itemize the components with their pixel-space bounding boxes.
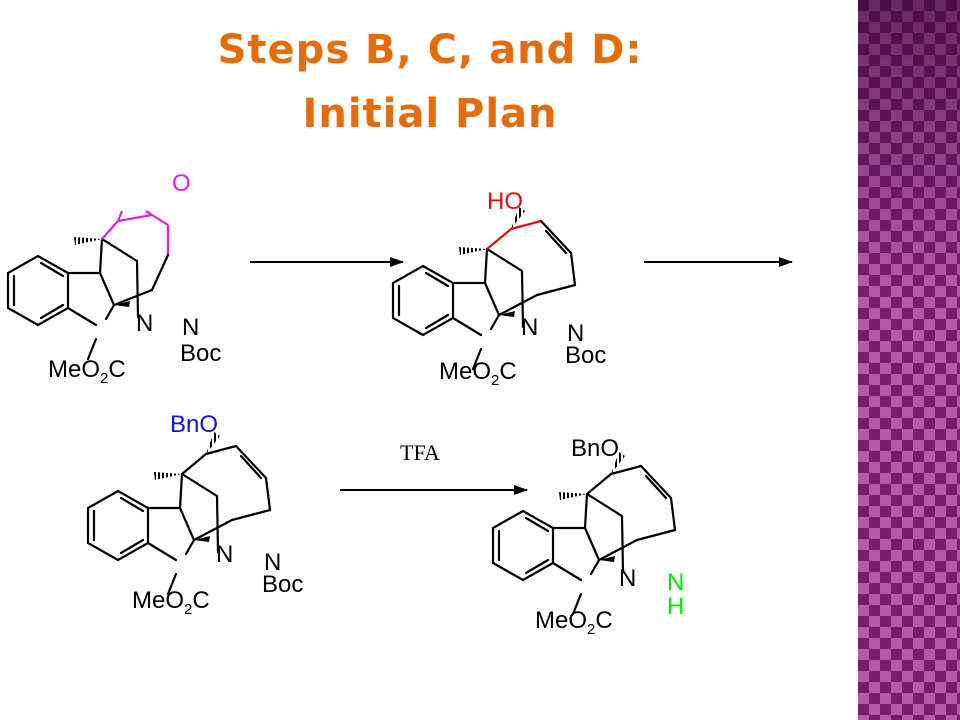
molecule-2-indoline-n: N [521, 314, 538, 341]
slide-title-line-2: Initial Plan [302, 91, 558, 137]
molecule-free-amine: BnO N N H MeO2C [491, 435, 684, 638]
molecule-4-amine-h: H [667, 593, 684, 620]
epoxide-oxygen-label: O [172, 170, 191, 197]
molecule-3-bridge-n: N [264, 549, 281, 576]
alcohol-oxygen-label: HO [487, 188, 523, 215]
molecule-4-indoline-n: N [619, 565, 636, 592]
molecule-4-carbamate-label: MeO2C [535, 607, 613, 638]
slide-title-line-1: Steps B, C, and D: [217, 27, 643, 73]
molecule-2-bridge-n: N [567, 320, 584, 347]
molecule-3-boc-label: Boc [262, 571, 303, 598]
molecule-2-boc-label: Boc [565, 342, 606, 369]
molecule-2-carbamate-label: MeO2C [439, 358, 517, 389]
molecule-benzyl-ether: BnO N N Boc MeO2C [86, 411, 303, 618]
molecule-3-indoline-n: N [216, 541, 233, 568]
molecule-4-amine-n: N [667, 569, 684, 596]
molecule-3-benzyl-ether-label: BnO [170, 411, 218, 438]
decorative-side-panel [858, 0, 960, 720]
molecule-epoxide: O N N Boc MeO2C [6, 170, 221, 387]
molecule-4-benzyl-ether-label: BnO [571, 435, 619, 462]
molecule-1-boc-label: Boc [180, 340, 221, 367]
molecule-alcohol: HO N N Boc MeO2C [391, 188, 606, 389]
molecule-1-carbamate-label: MeO2C [48, 356, 126, 387]
molecule-3-carbamate-label: MeO2C [132, 587, 210, 618]
reagent-tfa-label: TFA [400, 440, 440, 465]
molecule-1-bridge-n: N [182, 314, 199, 341]
reaction-scheme: O N N Boc MeO2C HO N N Boc MeO2C BnO N N [6, 170, 793, 638]
molecule-1-indoline-n: N [136, 310, 153, 337]
